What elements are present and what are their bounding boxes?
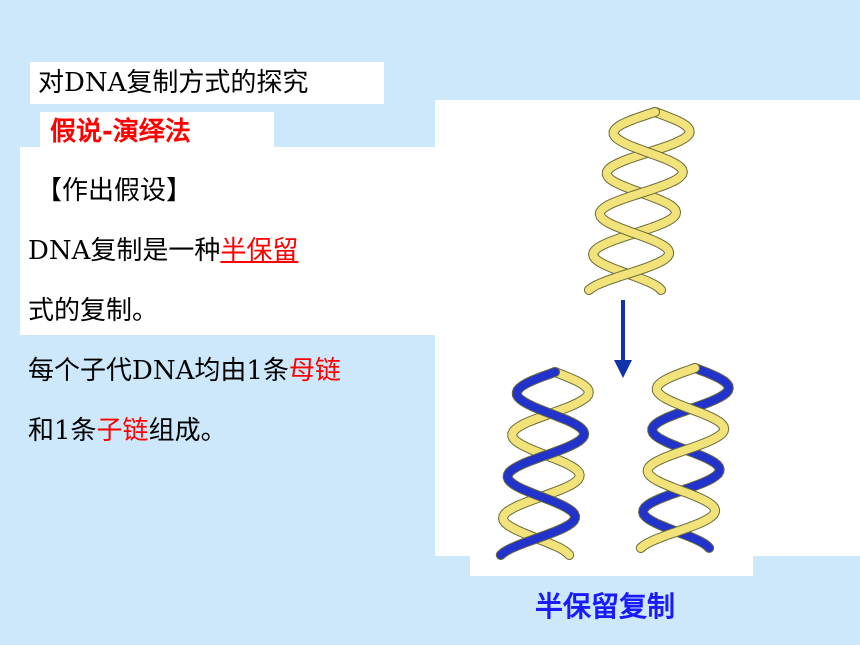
daughter-strand-keyword: 子链 (96, 416, 149, 446)
hypothesis-line-2: 式的复制。 (28, 296, 159, 326)
figure-caption: 半保留复制 (535, 590, 676, 623)
parent-dna-helix (583, 107, 695, 295)
hypothesis-line-4: 和1条子链组成。 (28, 410, 227, 447)
hypothesis-panel (20, 147, 440, 335)
semiconservative-keyword: 半保留 (220, 236, 299, 266)
method-label: 假说-演绎法 (40, 112, 274, 152)
strand (584, 108, 687, 294)
strand (639, 364, 733, 552)
dna-figure-panel-extension (470, 556, 753, 576)
strand (496, 368, 589, 559)
strand (499, 368, 593, 559)
strand (588, 108, 694, 294)
replication-arrow (614, 300, 632, 378)
hypothesis-line-1-text: DNA复制是一种 (28, 236, 221, 266)
page-title: 对DNA复制方式的探究 (30, 62, 384, 104)
hypothesis-line-4-end: 组成。 (148, 416, 227, 446)
daughter-dna-helix-left (495, 367, 594, 560)
hypothesis-line-1: DNA复制是一种半保留 (28, 230, 298, 267)
hypothesis-line-4-text: 和1条 (28, 416, 97, 446)
hypothesis-line-3: 每个子代DNA均由1条母链 (28, 350, 341, 387)
daughter-dna-helix-right (635, 363, 734, 553)
strand (636, 364, 729, 552)
parent-strand-keyword: 母链 (288, 356, 341, 386)
hypothesis-label: 【作出假设】 (36, 176, 193, 206)
hypothesis-line-3-text: 每个子代DNA均由1条 (28, 356, 289, 386)
